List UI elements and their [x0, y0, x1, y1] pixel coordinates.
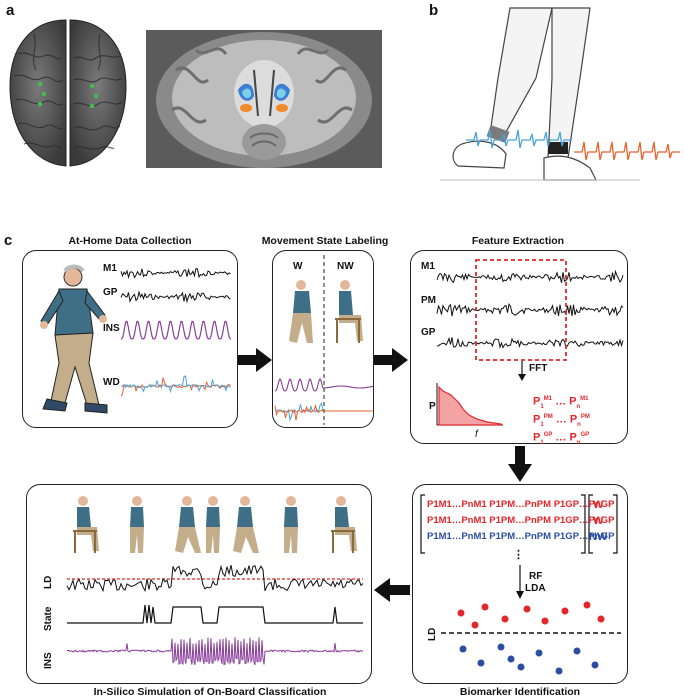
- label-fft: FFT: [529, 363, 548, 374]
- trace-ld-sim: [66, 564, 364, 593]
- feature-list-pm: P1PM … PnPM: [533, 413, 590, 428]
- trace-ins: [120, 320, 232, 340]
- label-pm-fe: PM: [421, 295, 436, 306]
- title-feature-extraction: Feature Extraction: [471, 235, 565, 247]
- arrow-left: [374, 578, 410, 602]
- panel-letter-a: a: [6, 2, 15, 19]
- label-ins-sim: INS: [43, 652, 54, 669]
- trace-pm-fe: [436, 302, 624, 317]
- feature-list-gp: P1GP … PnGP: [533, 431, 590, 446]
- label-walking: W: [293, 261, 303, 272]
- label-m1: M1: [103, 263, 117, 274]
- title-movement-state-labeling: Movement State Labeling: [261, 235, 389, 247]
- trace-ins-sim: [67, 637, 364, 666]
- feature-extraction-box: M1 PM GP FFT P f P1M1 … PnM1 P1PM … PnPM…: [410, 250, 628, 446]
- at-home-data-collection-box: M1 GP INS WD: [22, 250, 238, 428]
- label-ld-axis: LD: [427, 627, 438, 641]
- label-wd: WD: [103, 377, 120, 388]
- fft-arrow: [518, 361, 526, 381]
- title-at-home-data-collection: At-Home Data Collection: [68, 235, 192, 247]
- arrow-down: [508, 446, 532, 482]
- label-lda: LDA: [525, 583, 546, 594]
- movement-state-labeling-box: W NW: [272, 250, 374, 428]
- matrix-label-1: W: [593, 499, 604, 511]
- trace-wd: [120, 375, 231, 397]
- label-f-axis: f: [475, 429, 478, 440]
- panel-letter-c: c: [4, 232, 13, 249]
- label-m1-fe: M1: [421, 261, 435, 272]
- walking-figure: [289, 280, 313, 343]
- trace-m1-fe: [436, 269, 624, 284]
- sitting-figure: [335, 280, 363, 343]
- matrix-continuation-dots: ⋮: [513, 549, 524, 561]
- label-p-axis: P: [429, 401, 436, 412]
- title-biomarker-identification: Biomarker Identification: [459, 686, 581, 698]
- trace-gp: [120, 290, 231, 304]
- title-in-silico-simulation: In-Silico Simulation of On-Board Classif…: [93, 686, 327, 698]
- matrix-label-3: NW: [589, 531, 608, 543]
- label-not-walking: NW: [337, 261, 354, 272]
- trace-wd-labeled: [274, 402, 373, 422]
- label-state-sim: State: [43, 606, 54, 631]
- trace-state-sim: [67, 604, 363, 624]
- classifier-arrow: [516, 565, 524, 599]
- trace-m1: [120, 267, 231, 279]
- label-gp-fe: GP: [421, 327, 436, 338]
- walking-legs-illustration: [440, 7, 680, 181]
- in-silico-simulation-box: LD State INS: [26, 484, 372, 684]
- lda-scatter: [441, 601, 621, 675]
- matrix-label-2: W: [593, 515, 604, 527]
- matrix-row-3: P1M1…PnM1 P1PM…PnPM P1GP…PnGP: [427, 531, 615, 542]
- matrix-row-1: P1M1…PnM1 P1PM…PnPM P1GP…PnGP: [427, 499, 615, 510]
- label-rf: RF: [529, 571, 543, 582]
- brain-surface-render: [9, 19, 127, 167]
- panel-letter-b: b: [429, 2, 439, 19]
- feature-list-m1: P1M1 … PnM1: [533, 395, 589, 410]
- label-ld-sim: LD: [43, 575, 54, 589]
- walking-man-illustration: [40, 264, 108, 414]
- arrow-right-1: [238, 348, 272, 372]
- label-ins: INS: [103, 323, 120, 334]
- biomarker-identification-box: P1M1…PnM1 P1PM…PnPM P1GP…PnGP P1M1…PnM1 …: [412, 484, 628, 684]
- matrix-row-2: P1M1…PnM1 P1PM…PnPM P1GP…PnGP: [427, 515, 615, 526]
- arrow-right-2: [374, 348, 408, 372]
- psd-plot: [436, 383, 503, 426]
- figure-sequence: [73, 496, 357, 553]
- analysis-window: [475, 259, 567, 361]
- trace-ins-labeled: [274, 377, 374, 392]
- mri-coronal-slice: [146, 30, 382, 168]
- trace-gp-fe: [436, 336, 624, 350]
- label-gp: GP: [103, 287, 118, 298]
- divider-dashed: [323, 255, 325, 425]
- matrix-brackets: [420, 494, 618, 554]
